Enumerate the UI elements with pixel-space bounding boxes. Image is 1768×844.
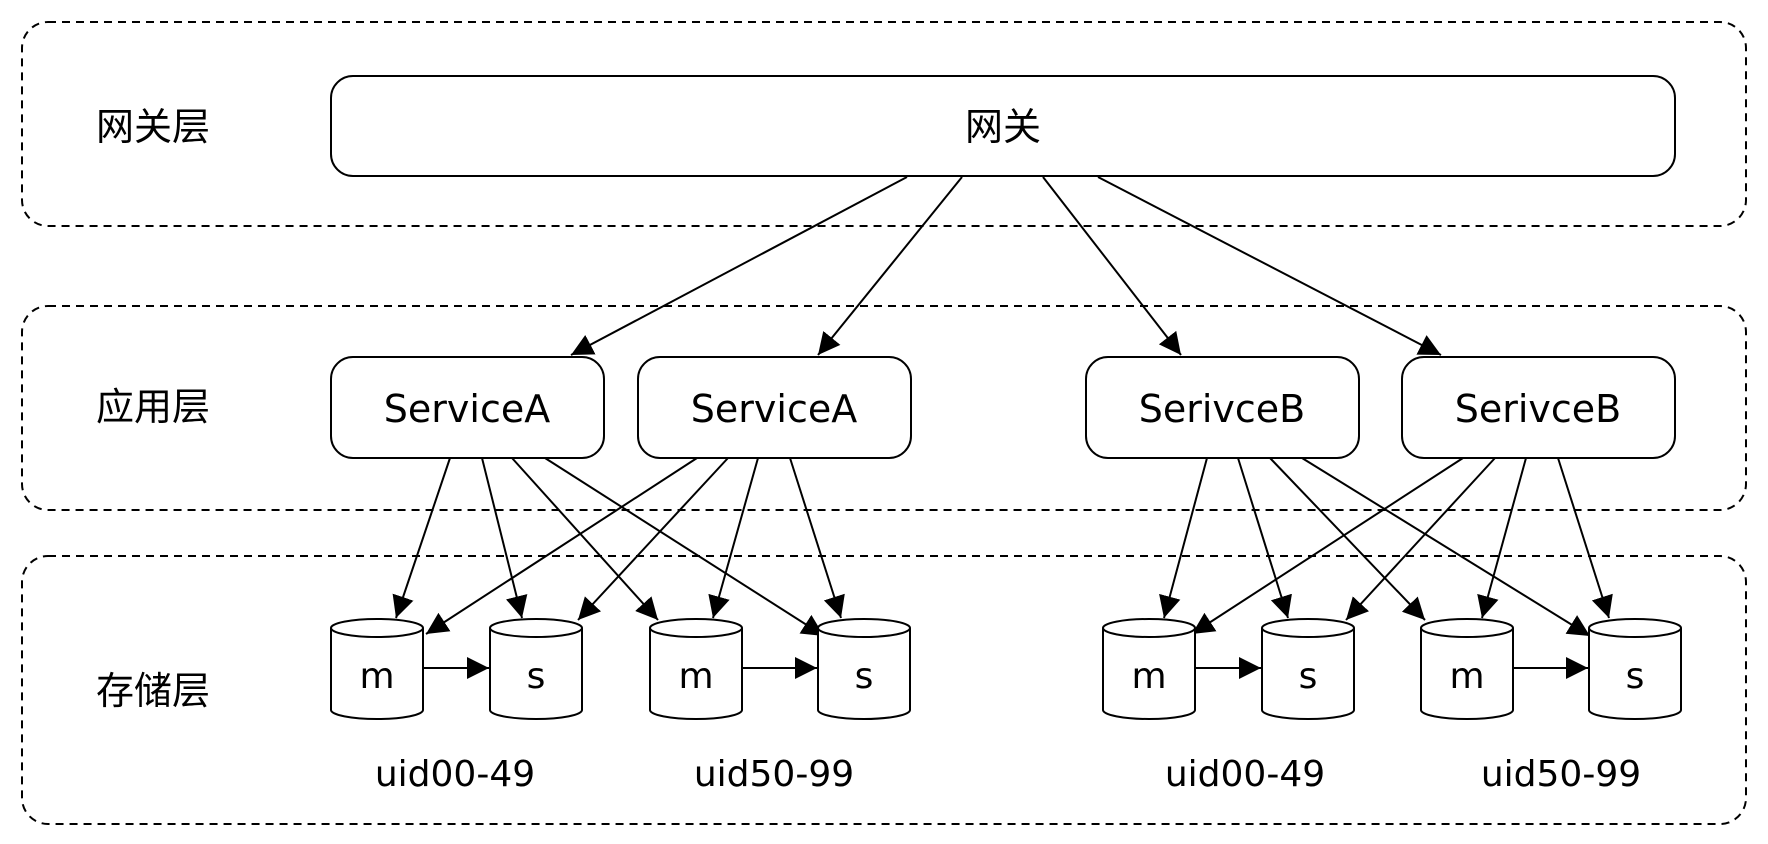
shard-4-label: uid50-99 [1481,754,1641,795]
service-a-1-to-db-3-arrow [511,457,659,621]
service-a-2-box [637,356,912,459]
service-b-1-to-db-8-arrow [1301,457,1591,637]
service-b-2-to-db-6-arrow [1345,457,1496,621]
service-b-2-to-db-5-arrow [1191,457,1464,635]
db-slave-4-label: s [1626,656,1645,697]
service-a-1-label: ServiceA [384,387,550,431]
db-slave-2: s [817,618,911,720]
shard-3-label: uid00-49 [1165,754,1325,795]
db-master-2-label: m [678,656,713,697]
shard-2-label: uid50-99 [694,754,854,795]
service-a-1-to-db-1-arrow [392,457,451,619]
service-a-2-to-db-3-arrow [708,457,759,619]
db-master-3: m [1102,618,1196,720]
db-master-3-label: m [1131,656,1166,697]
gateway-to-service-4-arrow [1097,176,1442,356]
service-a-1-to-db-4-arrow [544,457,825,637]
service-b-2-box [1401,356,1676,459]
service-b-2-to-db-7-arrow [1477,457,1527,619]
db-master-1-label: m [359,656,394,697]
service-b-1-label: SerivceB [1139,387,1306,431]
gateway-layer-label: 网关层 [96,105,210,149]
db-slave-3-label: s [1299,656,1318,697]
application-layer-label: 应用层 [96,385,210,429]
gateway-to-service-1-arrow [570,176,908,356]
gateway-to-service-3-arrow [1042,176,1182,356]
service-b-1-to-db-6-arrow [1237,457,1292,619]
db-slave-1: s [489,618,583,720]
gateway-to-service-2-arrow [817,176,963,356]
service-a-1-box [330,356,605,459]
service-b-1-box [1085,356,1360,459]
gateway-box-label: 网关 [965,105,1041,149]
gateway-box [330,75,1676,177]
storage-layer [21,555,1747,825]
service-b-1-to-db-7-arrow [1269,457,1426,621]
service-b-1-to-db-5-arrow [1159,457,1208,619]
db-master-4-label: m [1449,656,1484,697]
db-master-4: m [1420,618,1514,720]
shard-1-label: uid00-49 [375,754,535,795]
db-master-2: m [649,618,743,720]
db-slave-3: s [1261,618,1355,720]
service-a-2-label: ServiceA [691,387,857,431]
db-slave-4: s [1588,618,1682,720]
service-a-1-to-db-2-arrow [481,457,528,619]
db-slave-2-label: s [855,656,874,697]
db-slave-1-label: s [527,656,546,697]
service-b-2-to-db-8-arrow [1557,457,1613,619]
storage-layer-label: 存储层 [96,669,210,713]
db-master-1: m [330,618,424,720]
service-b-2-label: SerivceB [1455,387,1622,431]
service-a-2-to-db-2-arrow [577,457,729,621]
service-a-2-to-db-4-arrow [789,457,845,619]
service-a-2-to-db-1-arrow [425,457,698,635]
